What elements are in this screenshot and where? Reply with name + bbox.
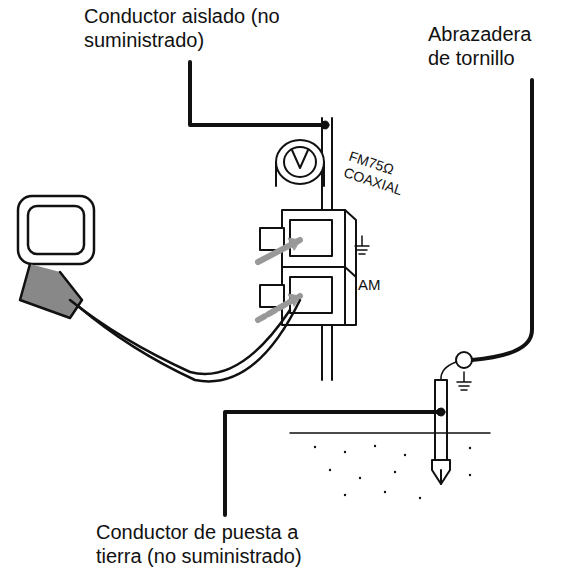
ground-rod — [432, 380, 450, 484]
clamp-label: Abrazadera de tornillo — [428, 22, 552, 70]
wire-joint — [437, 408, 445, 416]
ground-symbol — [355, 236, 369, 254]
insulated-wire — [190, 62, 325, 125]
soil-texture — [314, 445, 471, 499]
am-loop-antenna — [18, 196, 300, 381]
wire-label: Conductor de puesta a tierra (no suminis… — [96, 520, 346, 568]
fm-coaxial-jack — [276, 140, 324, 186]
clamp-wire — [441, 362, 456, 380]
screw-clamp — [456, 352, 472, 368]
insulated-wire — [472, 80, 532, 360]
wire-label: Conductor aislado (no suministrado) — [84, 4, 316, 52]
insert-arrow — [288, 238, 300, 250]
wire-joint — [321, 121, 329, 129]
jack-label: FM75Ω COAXIAL — [342, 148, 415, 200]
insert-arrow — [288, 294, 300, 306]
earth-surface — [290, 432, 490, 434]
terminal-label: AM — [358, 276, 398, 294]
ground-symbol — [457, 372, 471, 390]
grounding-wire — [225, 412, 441, 515]
